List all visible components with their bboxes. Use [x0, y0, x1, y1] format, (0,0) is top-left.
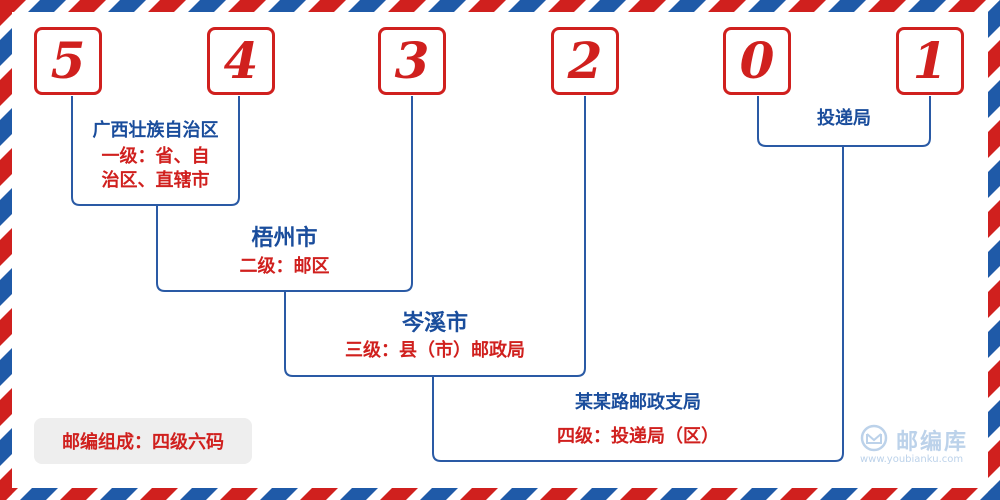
- province-desc-line1: 一级：省、自: [101, 146, 210, 167]
- office-desc: 四级：投递局（区）: [557, 426, 719, 447]
- postal-digit-6: 1: [896, 27, 964, 95]
- postal-digit-3: 3: [378, 27, 446, 95]
- office-name: 某某路邮政支局: [575, 392, 701, 413]
- envelope-border-bottom: [0, 488, 1000, 500]
- postal-digit-2: 4: [207, 27, 275, 95]
- logo-url: www.youbianku.com: [860, 454, 964, 465]
- province-name: 广西壮族自治区: [92, 120, 219, 141]
- composition-badge: 邮编组成：四级六码: [34, 418, 252, 464]
- envelope-border-left: [0, 0, 12, 500]
- envelope-circle-icon: [860, 424, 888, 452]
- logo-text: 邮编库: [896, 430, 969, 455]
- postal-digit-5: 0: [723, 27, 791, 95]
- envelope-border-right: [988, 0, 1000, 500]
- connector-province: [71, 96, 240, 206]
- county-desc: 三级：县（市）邮政局: [345, 340, 525, 361]
- city-desc: 二级：邮区: [239, 256, 330, 277]
- site-logo: 邮编库 www.youbianku.com: [860, 424, 984, 470]
- delivery-name: 投递局: [817, 108, 871, 129]
- postal-digit-4: 2: [551, 27, 619, 95]
- postal-digit-1: 5: [34, 27, 102, 95]
- connector-county: [284, 96, 586, 377]
- province-desc-line2: 治区、直辖市: [101, 170, 210, 191]
- city-name: 梧州市: [251, 226, 318, 251]
- connector-delivery: [757, 96, 931, 147]
- connector-office: [432, 146, 844, 462]
- envelope-border-top: [0, 0, 1000, 12]
- county-name: 岑溪市: [401, 311, 468, 336]
